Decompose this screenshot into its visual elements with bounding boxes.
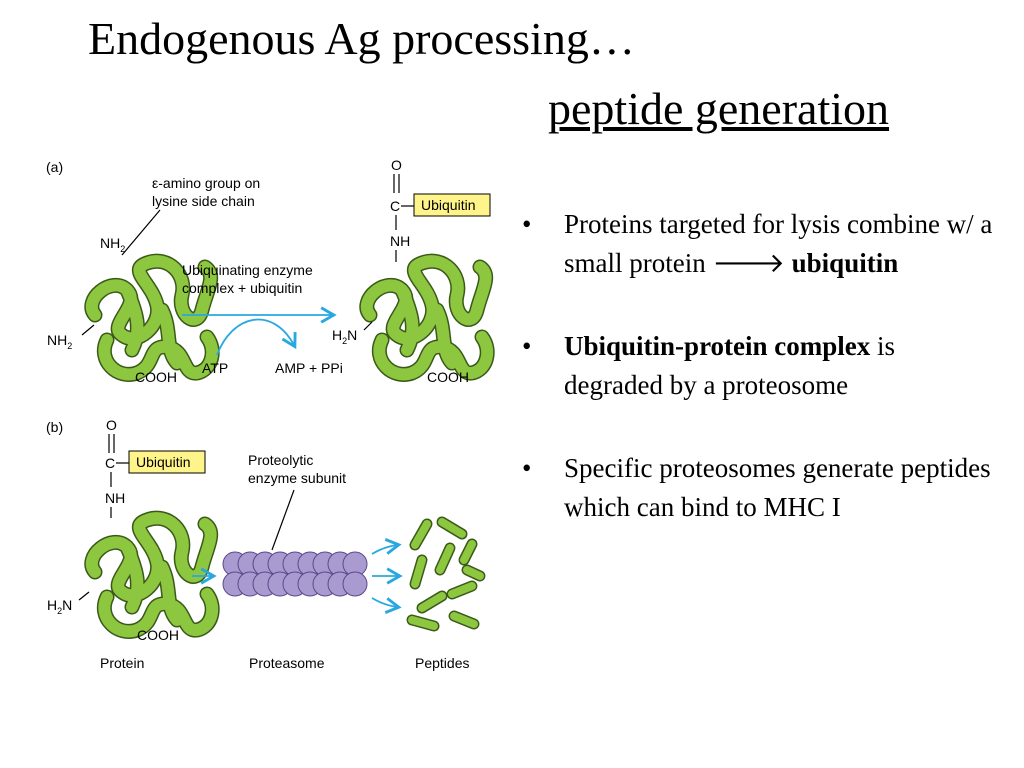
right-arrow-icon: 🡒 <box>712 248 785 278</box>
subunit-pointer-line <box>271 489 295 551</box>
caption-proteasome: Proteasome <box>249 655 325 671</box>
side-chain-nh2: NH2 <box>100 235 125 254</box>
ubiquitin-tag-b-label: Ubiquitin <box>136 454 190 470</box>
ubiquitin-tag-a <box>413 193 491 217</box>
ubiquitin-proteasome-figure: (a) ε-amino group on lysine side chain N… <box>42 150 502 680</box>
amp-ppi-label: AMP + PPi <box>275 360 343 376</box>
exit-arrows <box>371 538 403 614</box>
figure-svg: (a) ε-amino group on lysine side chain N… <box>46 157 502 671</box>
proteasome <box>222 551 368 597</box>
ubiquitinated-protein-b <box>92 518 212 631</box>
bullet-item-1: • Proteins targeted for lysis combine w/… <box>518 205 998 283</box>
slide-title: Endogenous Ag processing… <box>88 13 635 64</box>
panel-a-label: (a) <box>46 159 63 175</box>
peptides <box>406 516 486 632</box>
bullet-1-text: Proteins targeted for lysis combine w/ a… <box>564 209 993 278</box>
ubiquitin-tag-b <box>128 450 206 474</box>
bullet-3-text: Specific proteosomes generate peptides w… <box>564 453 991 522</box>
amide-nh-b: NH <box>105 490 125 506</box>
slide-subtitle: peptide generation <box>548 83 890 134</box>
proteolytic-label-1: Proteolytic <box>248 452 313 468</box>
bullet-dot: • <box>522 453 532 483</box>
ubiquitin-tag-a-label: Ubiquitin <box>421 197 475 213</box>
atp-hydrolysis-arrow <box>216 318 297 356</box>
proteolytic-label-2: enzyme subunit <box>248 470 346 486</box>
cooh-product-a: COOH <box>427 369 469 385</box>
bullet-1-bold: ubiquitin <box>791 248 899 278</box>
terminal-h2n-a: H2N <box>332 327 357 346</box>
amide-nh-a: NH <box>390 233 410 249</box>
cooh-a: COOH <box>135 369 177 385</box>
carbonyl-o-b: O <box>106 417 117 433</box>
panel-b-label: (b) <box>46 419 63 435</box>
ubiquitinated-protein-a <box>367 261 487 374</box>
native-protein-a <box>92 261 212 374</box>
epsilon-amino-label: ε-amino group on <box>152 175 260 191</box>
enzyme-label-1: Ubiquinating enzyme <box>182 262 313 278</box>
bullet-dot: • <box>522 331 532 361</box>
lysine-side-chain-label: lysine side chain <box>152 193 255 209</box>
carbonyl-c-a: C <box>390 198 400 214</box>
carbonyl-o-a: O <box>391 157 402 173</box>
bullet-item-2: • Ubiquitin-protein complex is degraded … <box>518 327 998 405</box>
atp-label: ATP <box>202 360 228 376</box>
enzyme-label-2: complex + ubiquitin <box>182 280 302 296</box>
cooh-b: COOH <box>137 627 179 643</box>
carbonyl-c-b: C <box>105 455 115 471</box>
bullet-2-text: is degraded by a proteosome <box>564 331 896 400</box>
caption-peptides: Peptides <box>415 655 469 671</box>
terminal-nh2-a: NH2 <box>47 332 72 351</box>
bullet-item-3: • Specific proteosomes generate peptides… <box>518 449 998 527</box>
bullet-list: • Proteins targeted for lysis combine w/… <box>518 205 998 571</box>
bullet-dot: • <box>522 209 532 239</box>
caption-protein: Protein <box>100 655 144 671</box>
annotation-pointer-line <box>121 209 161 256</box>
bullet-2-bold: Ubiquitin-protein complex <box>564 331 871 361</box>
terminal-h2n-b: H2N <box>47 597 72 616</box>
